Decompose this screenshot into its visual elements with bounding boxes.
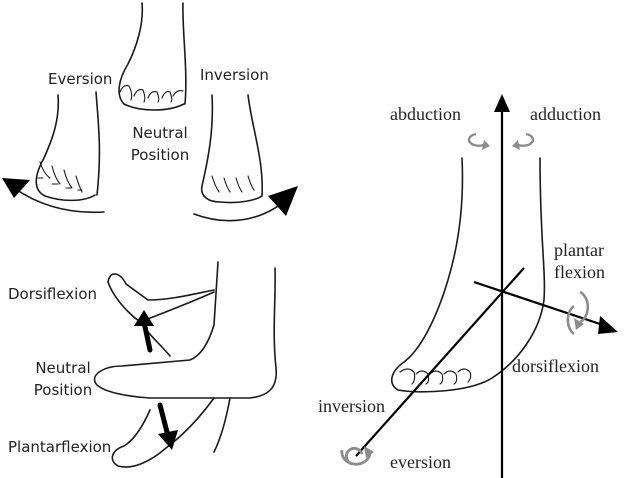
plantarflexion-arrow-shaft <box>157 402 171 439</box>
bottom-neutral-label-line2: Position <box>33 381 93 399</box>
abduction-rotation-icon <box>467 132 490 150</box>
top-neutral-label-line1: Neutral <box>132 124 188 142</box>
eversion-motion-curve <box>13 187 105 214</box>
dorsiflexion-arrow-shaft <box>141 319 153 353</box>
right-dorsiflexion-label: dorsiflexion <box>512 356 599 376</box>
inverted-foot-illustration <box>200 94 264 204</box>
plantarflexion-label: Plantarflexion <box>8 438 112 456</box>
plantarflexion-arrowhead <box>158 430 178 450</box>
neutral-foot-illustration <box>118 2 187 111</box>
inversion-motion-curve <box>193 199 287 222</box>
plantar-flexion-label-line2: flexion <box>554 262 605 282</box>
eversion-label: Eversion <box>48 70 113 88</box>
dorsiflexion-arrowhead <box>134 310 154 326</box>
everted-foot-illustration <box>35 91 101 202</box>
dorsiflexion-label: Dorsiflexion <box>8 285 98 303</box>
top-neutral-label-line2: Position <box>130 146 190 164</box>
frontal-rotation-icon <box>340 446 374 466</box>
plantar-flexion-label-line1: plantar <box>554 240 604 260</box>
inversion-label: Inversion <box>200 66 269 84</box>
adduction-rotation-icon <box>512 132 535 150</box>
bottom-neutral-label-line1: Neutral <box>35 359 91 377</box>
right-inversion-label: inversion <box>318 396 385 416</box>
sagittal-foot-illustration <box>93 261 277 468</box>
sagittal-rotation-icon <box>566 290 590 336</box>
inversion-arrowhead <box>268 186 298 216</box>
abduction-label: abduction <box>390 104 461 124</box>
longitudinal-axis <box>355 267 525 457</box>
transverse-axis-arrowhead <box>598 316 618 334</box>
vertical-axis-arrowhead <box>494 94 510 112</box>
eversion-arrowhead <box>2 178 30 198</box>
right-eversion-label: eversion <box>390 452 451 472</box>
adduction-label: adduction <box>530 104 601 124</box>
